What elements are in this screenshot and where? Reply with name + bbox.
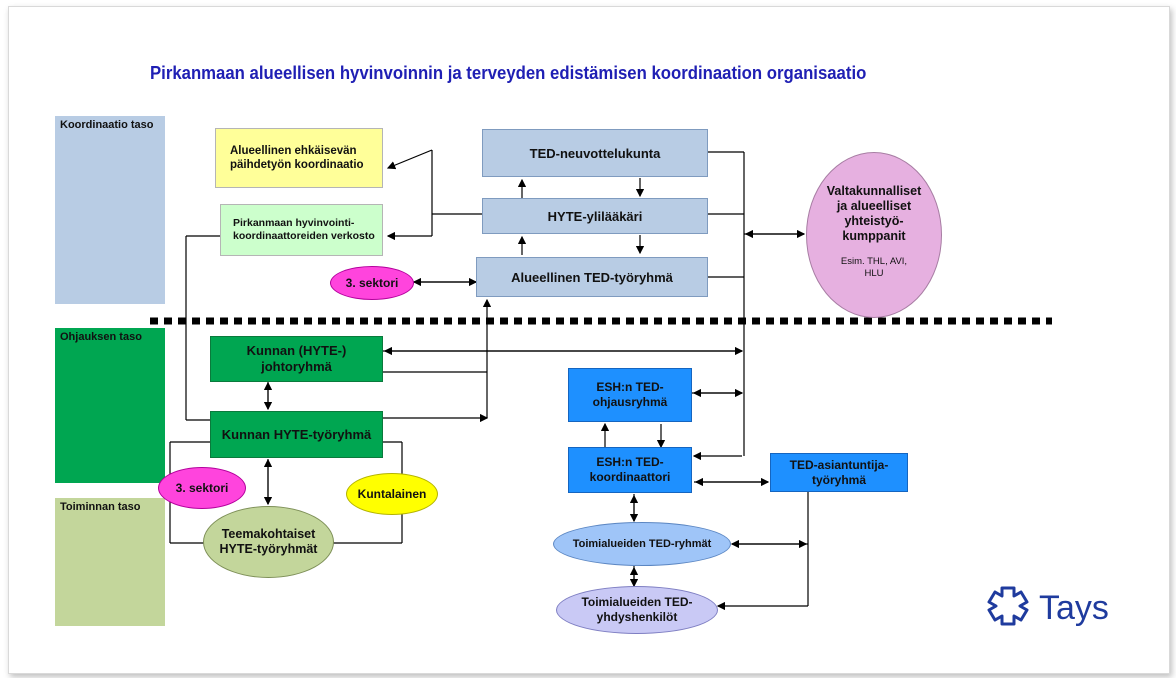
node-ted-asiantuntijatyoryhma: TED-asiantuntija-työryhmä (770, 453, 908, 492)
valtakunnalliset-label: Valtakunnalliset ja alueelliset yhteisty… (826, 184, 922, 243)
node-esh-ohjausryhma: ESH:n TED-ohjausryhmä (568, 368, 692, 422)
node-valtakunnalliset-kumppanit: Valtakunnalliset ja alueelliset yhteisty… (806, 152, 942, 318)
node-3-sektori-bottom: 3. sektori (158, 467, 246, 509)
page-title: Pirkanmaan alueellisen hyvinvoinnin ja t… (150, 63, 867, 83)
node-ted-neuvottelukunta: TED-neuvottelukunta (482, 129, 708, 177)
node-alueellinen-ted-tyoryhma: Alueellinen TED-työryhmä (476, 257, 708, 297)
node-hyte-ylilaakari: HYTE-ylilääkäri (482, 198, 708, 234)
node-teemakohtaiset-tyoryhmat: Teemakohtaiset HYTE-työryhmät (203, 506, 334, 578)
valtakunnalliset-examples: Esim. THL, AVI, HLU (840, 256, 908, 279)
node-hyvinvointikoordinaattorit: Pirkanmaan hyvinvointi-koordinaattoreide… (220, 204, 383, 256)
node-esh-koordinaattori: ESH:n TED-koordinaattori (568, 447, 692, 493)
node-kuntalainen: Kuntalainen (346, 473, 438, 515)
node-kunnan-hyte-tyoryhma: Kunnan HYTE-työryhmä (210, 411, 383, 458)
node-toimialueiden-yhdyshenkilot: Toimialueiden TED-yhdyshenkilöt (556, 586, 718, 634)
slide-frame (8, 6, 1170, 674)
node-kunnan-johtoryhma: Kunnan (HYTE-) johtoryhmä (210, 336, 383, 382)
tays-logo-icon (987, 586, 1029, 626)
node-3-sektori-top: 3. sektori (330, 266, 414, 300)
tays-logo-text: Tays (1039, 588, 1109, 627)
tays-logo: Tays (985, 580, 1145, 636)
node-ehkaiseva-paihdetyo: Alueellinen ehkäisevän päihdetyön koordi… (215, 128, 383, 188)
tier-koordinaatio: Koordinaatio taso (55, 116, 165, 304)
tier-toiminnan: Toiminnan taso (55, 498, 165, 626)
node-toimialueiden-ryhmat: Toimialueiden TED-ryhmät (553, 522, 731, 566)
tier-ohjauksen: Ohjauksen taso (55, 328, 165, 483)
